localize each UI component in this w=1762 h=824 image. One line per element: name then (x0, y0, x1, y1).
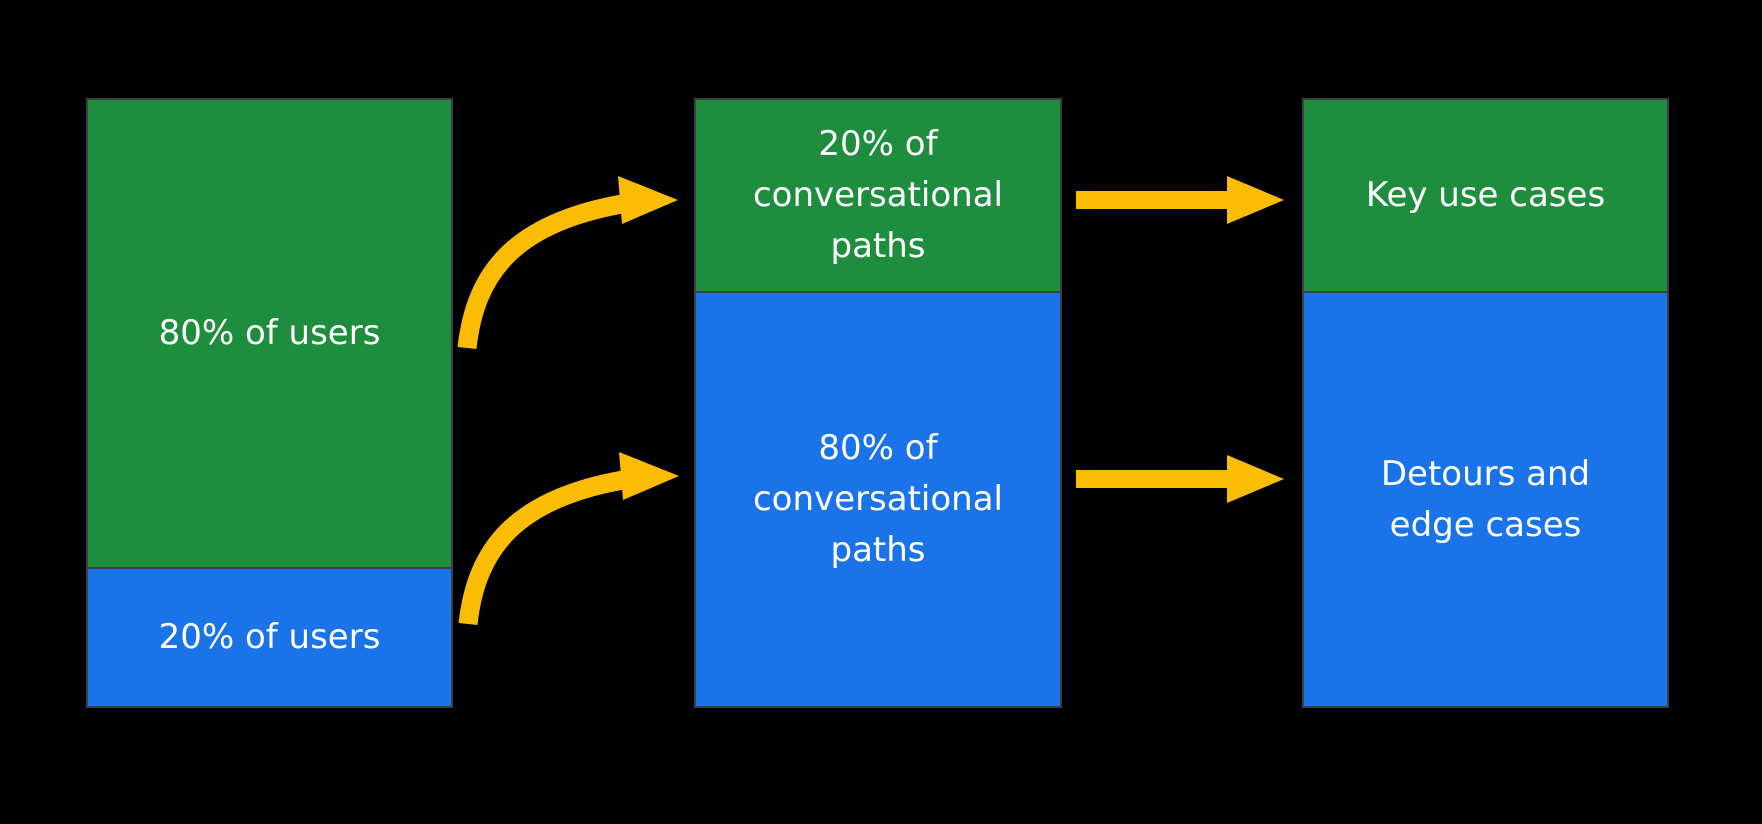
straight-arrow-head (1227, 455, 1284, 503)
outcomes-column: Key use cases Detours and edge cases (1302, 98, 1669, 708)
users-column: 80% of users 20% of users (86, 98, 453, 708)
straight-arrow-paths80-to-detours (1076, 455, 1284, 503)
curved-arrow-users80-to-paths20 (457, 176, 678, 350)
segment-paths-80-label: 80% of conversational paths (752, 428, 1004, 571)
segment-users-80-label: 80% of users (158, 312, 381, 353)
segment-users-80: 80% of users (88, 100, 451, 567)
straight-arrow-shaft (1076, 470, 1231, 488)
conversational-paths-column: 20% of conversational paths 80% of conve… (694, 98, 1062, 708)
straight-arrow-paths20-to-keyusecases (1076, 176, 1284, 224)
segment-users-20-label: 20% of users (158, 616, 381, 657)
segment-users-20: 20% of users (88, 566, 451, 706)
curved-arrow-head (619, 452, 679, 500)
curved-arrow-shaft (458, 469, 631, 626)
segment-paths-20: 20% of conversational paths (696, 100, 1060, 292)
segment-paths-20-label: 20% of conversational paths (752, 124, 1004, 267)
curved-arrow-users20-to-paths80 (458, 452, 679, 626)
segment-detours-edge-cases: Detours and edge cases (1304, 291, 1667, 706)
segment-paths-80: 80% of conversational paths (696, 291, 1060, 706)
straight-arrow-head (1227, 176, 1284, 224)
curved-arrow-head (618, 176, 678, 224)
segment-key-use-cases: Key use cases (1304, 100, 1667, 292)
straight-arrow-shaft (1076, 191, 1231, 209)
curved-arrow-shaft (457, 193, 630, 350)
segment-key-use-cases-label: Key use cases (1365, 175, 1606, 216)
segment-detours-edge-cases-label: Detours and edge cases (1380, 453, 1591, 545)
